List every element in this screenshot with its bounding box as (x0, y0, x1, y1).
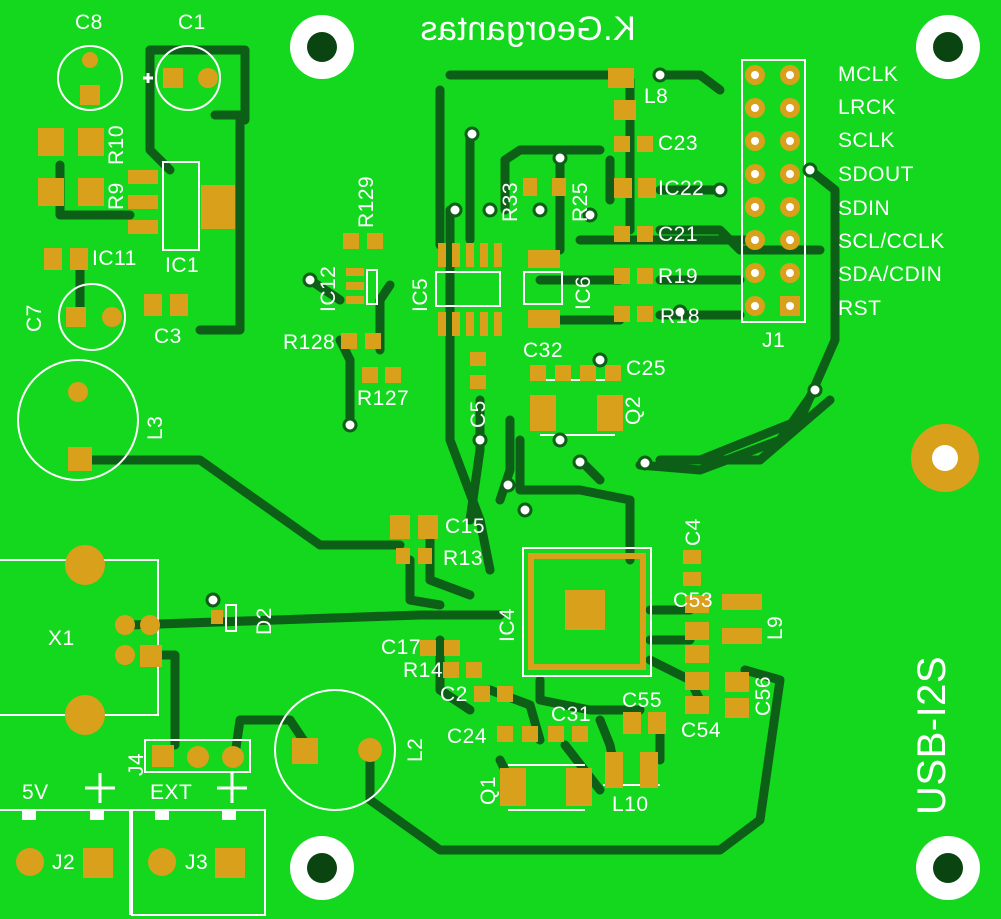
label-c21: C21 (658, 223, 699, 246)
label-r19: R19 (658, 265, 699, 288)
label-c15: C15 (445, 515, 486, 538)
label-5v: 5V (22, 781, 49, 804)
label-j3: J3 (185, 851, 209, 874)
label-c7: C7 (23, 304, 46, 332)
silkscreen-outlines (0, 45, 806, 916)
label-ic11: IC11 (92, 247, 137, 270)
label-r9: R9 (105, 182, 128, 210)
label-r25: R25 (569, 181, 592, 222)
label-c17: C17 (381, 636, 422, 659)
label-r18: R18 (660, 305, 701, 328)
label-c32: C32 (523, 339, 564, 362)
label-r128: R128 (283, 331, 336, 354)
j1-pin-label: SCL/CCLK (838, 230, 945, 253)
label-c56: C56 (752, 675, 775, 716)
label-c53: C53 (673, 589, 714, 612)
mounting-holes (290, 15, 980, 900)
label-r127: R127 (357, 387, 410, 410)
label-c3: C3 (154, 325, 182, 348)
vias (205, 67, 823, 608)
label-r33: R33 (499, 181, 522, 222)
label-q2: Q2 (622, 395, 645, 425)
label-c24: C24 (447, 725, 488, 748)
j1-header (745, 65, 800, 316)
component-pads (16, 52, 762, 878)
j1-pin-label: MCLK (838, 63, 899, 86)
label-l9: L9 (764, 615, 787, 640)
label-ic5: IC5 (409, 277, 432, 312)
label-c55: C55 (622, 689, 663, 712)
j1-pin-label: LRCK (838, 96, 897, 119)
j1-pin-label: RST (838, 297, 882, 320)
label-ic4: IC4 (496, 607, 519, 642)
label-j2: J2 (52, 851, 76, 874)
label-d2: D2 (253, 607, 276, 635)
j1-pin-label: SDOUT (838, 163, 914, 186)
label-j4: J4 (125, 752, 148, 776)
label-c8: C8 (75, 11, 103, 34)
label-c2: C2 (440, 683, 468, 706)
label-ext: EXT (150, 781, 193, 804)
label-c31: C31 (551, 703, 592, 726)
label-ic6: IC6 (572, 275, 595, 310)
author-name-mirrored: K.Georgantas (420, 10, 636, 48)
label-c25: C25 (626, 357, 667, 380)
label-r13: R13 (443, 547, 484, 570)
j1-pin-label: SCLK (838, 129, 895, 152)
j1-pin-label: SDA/CDIN (838, 263, 943, 286)
label-r10: R10 (105, 124, 128, 165)
label-c54: C54 (681, 719, 722, 742)
label-x1: X1 (48, 627, 75, 650)
label-ic12: IC12 (317, 265, 340, 312)
label-r14: R14 (403, 659, 444, 682)
polarity-marks (85, 73, 247, 803)
label-ic1: IC1 (165, 254, 200, 277)
label-ic22: IC22 (658, 177, 705, 200)
label-l2: L2 (404, 737, 427, 762)
silk-ticks (22, 810, 236, 820)
label-c1: C1 (178, 11, 206, 34)
label-j1: J1 (762, 329, 786, 352)
board-title: USB-I2S (910, 655, 954, 815)
label-r129: R129 (355, 175, 378, 228)
label-c23: C23 (658, 132, 699, 155)
label-l8: L8 (644, 85, 669, 108)
ic4-pad-array (528, 553, 646, 670)
label-l3: L3 (144, 415, 167, 440)
j1-pin-label: SDIN (838, 197, 891, 220)
label-c5: C5 (467, 400, 490, 428)
label-l10: L10 (612, 793, 649, 816)
label-q1: Q1 (477, 775, 500, 805)
label-c4: C4 (682, 518, 705, 546)
